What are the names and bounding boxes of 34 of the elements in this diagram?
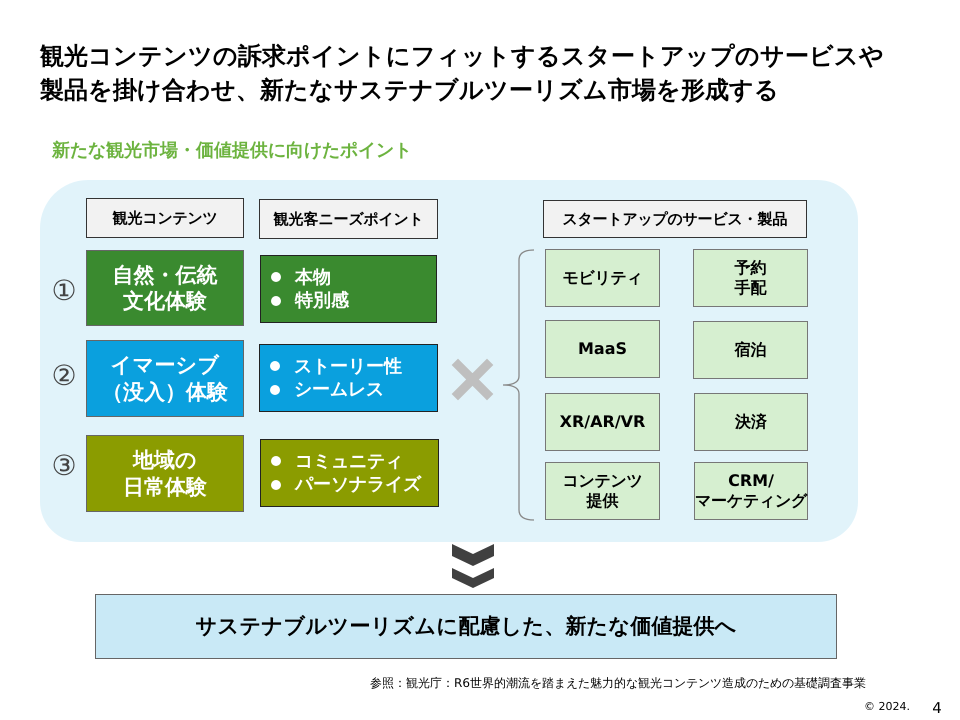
- circled-number: ①: [50, 274, 78, 308]
- service-box: モビリティ: [545, 249, 660, 307]
- category-box: イマーシブ（没入）体験: [86, 340, 244, 417]
- service-box: CRM/マーケティング: [694, 462, 808, 520]
- page-number: 4: [931, 699, 943, 717]
- service-box: コンテンツ提供: [545, 462, 660, 520]
- service-box: 宿泊: [693, 321, 808, 379]
- source-note: 参照：観光庁：R6世界的潮流を踏まえた魅力的な観光コンテンツ造成のための基礎調査事業: [370, 676, 867, 690]
- category-box: 自然・伝統文化体験: [86, 250, 244, 326]
- service-box: 決済: [694, 393, 808, 451]
- category-box: 地域の日常体験: [86, 435, 244, 512]
- rounded-panel: [40, 180, 858, 542]
- bullet-item: ストーリー性: [294, 354, 402, 378]
- copyright-note: © 2024.: [863, 700, 910, 714]
- bullet-item: 特別感: [295, 289, 349, 312]
- slide-title: 観光コンテンツの訴求ポイントにフィットするスタートアップのサービスや製品を掛け合わせ、新たなサステナブルツーリズム市場を形成する: [40, 41, 885, 106]
- bullet-item: コミュニティ: [295, 450, 403, 473]
- result-banner: サステナブルツーリズムに配慮した、新たな価値提供へ: [95, 594, 837, 659]
- needs-box: [260, 439, 439, 507]
- service-box: XR/AR/VR: [545, 393, 660, 451]
- bullet-item: 本物: [295, 266, 331, 289]
- needs-box: [260, 255, 437, 323]
- bullet-item: シームレス: [294, 378, 384, 402]
- bullet-item: パーソナライズ: [295, 473, 421, 496]
- service-box: 予約手配: [693, 249, 808, 307]
- circled-number: ③: [50, 449, 78, 483]
- section-heading: 新たな観光市場・価値提供に向けたポイント: [52, 140, 413, 162]
- circled-number: ②: [50, 359, 78, 393]
- needs-box: [259, 344, 438, 412]
- chevron-arrow: [452, 544, 494, 588]
- column-header: 観光客ニーズポイント: [259, 199, 438, 239]
- column-header: スタートアップのサービス・製品: [543, 200, 807, 238]
- column-header: 観光コンテンツ: [86, 198, 244, 238]
- service-box: MaaS: [545, 320, 660, 378]
